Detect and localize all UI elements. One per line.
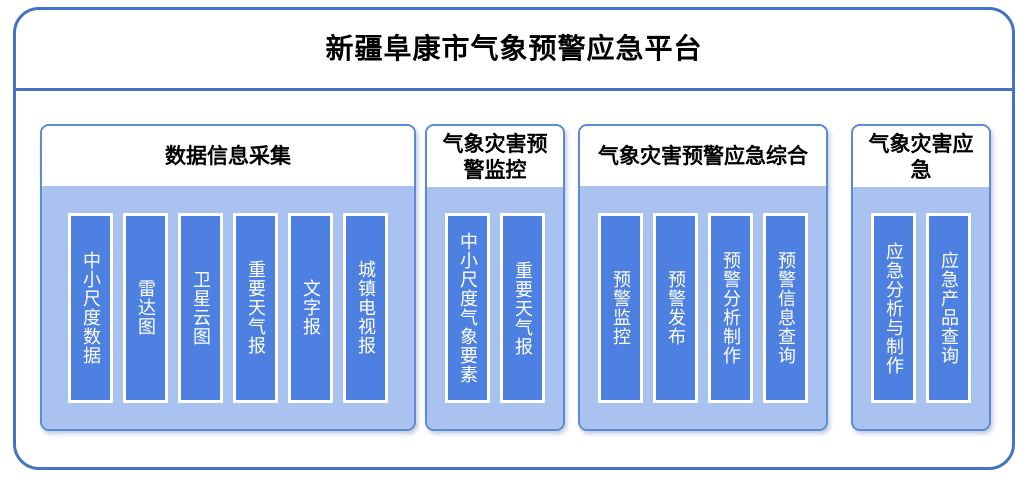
module-item-label: 预警发布: [665, 269, 687, 346]
module-item-label: 预警分析制作: [720, 250, 742, 365]
module-group-items: 预警监控 预警发布 预警分析制作 预警信息查询: [580, 186, 826, 429]
module-group-disaster-warning-monitoring[interactable]: 气象灾害预警监控 中小尺度气象要素 重要天气报: [425, 124, 565, 431]
platform-frame: 新疆阜康市气象预警应急平台 数据信息采集 中小尺度数据 雷达图 卫星云图 重要天…: [13, 7, 1015, 470]
module-group-warning-emergency-integration[interactable]: 气象灾害预警应急综合 预警监控 预警发布 预警分析制作 预警信息查询: [578, 124, 828, 431]
module-item[interactable]: 预警发布: [653, 212, 698, 403]
platform-title-bar: 新疆阜康市气象预警应急平台: [16, 10, 1012, 91]
module-item[interactable]: 中小尺度气象要素: [445, 213, 490, 404]
module-item[interactable]: 预警监控: [598, 212, 643, 403]
module-item-label: 卫星云图: [190, 269, 212, 346]
module-item-label: 预警信息查询: [775, 250, 797, 365]
module-item-label: 中小尺度气象要素: [457, 232, 479, 385]
module-group-title: 气象灾害应急: [853, 126, 989, 188]
module-item[interactable]: 预警信息查询: [763, 212, 808, 403]
module-item[interactable]: 卫星云图: [178, 212, 223, 403]
module-item[interactable]: 文字报: [288, 212, 333, 403]
module-item-label: 应急产品查询: [938, 251, 960, 366]
module-item-label: 文字报: [300, 279, 322, 336]
module-groups-container: 数据信息采集 中小尺度数据 雷达图 卫星云图 重要天气报 文字报 城: [16, 91, 1012, 467]
module-item[interactable]: 城镇电视报: [343, 212, 388, 403]
module-item[interactable]: 重要天气报: [233, 212, 278, 403]
module-item-label: 重要天气报: [512, 260, 534, 356]
module-item[interactable]: 应急产品查询: [926, 213, 971, 404]
module-item-label: 城镇电视报: [355, 260, 377, 355]
module-group-title: 气象灾害预警应急综合: [580, 126, 826, 186]
module-item[interactable]: 雷达图: [123, 212, 168, 403]
module-group-disaster-emergency[interactable]: 气象灾害应急 应急分析与制作 应急产品查询: [851, 124, 991, 431]
module-item-label: 应急分析与制作: [883, 241, 905, 375]
module-group-items: 中小尺度数据 雷达图 卫星云图 重要天气报 文字报 城镇电视报: [42, 186, 414, 429]
module-group-items: 应急分析与制作 应急产品查询: [853, 187, 989, 429]
page-title: 新疆阜康市气象预警应急平台: [325, 32, 703, 65]
module-item-label: 重要天气报: [245, 260, 267, 355]
module-group-data-collection[interactable]: 数据信息采集 中小尺度数据 雷达图 卫星云图 重要天气报 文字报 城: [40, 124, 416, 431]
module-group-items: 中小尺度气象要素 重要天气报: [427, 187, 563, 429]
module-item-label: 预警监控: [610, 269, 632, 346]
module-item-label: 中小尺度数据: [80, 250, 102, 365]
module-item[interactable]: 中小尺度数据: [68, 212, 113, 403]
module-item[interactable]: 重要天气报: [500, 213, 545, 404]
module-item-label: 雷达图: [135, 279, 157, 336]
module-group-title: 气象灾害预警监控: [427, 126, 563, 188]
module-item[interactable]: 预警分析制作: [708, 212, 753, 403]
module-item[interactable]: 应急分析与制作: [871, 213, 916, 404]
module-group-title: 数据信息采集: [42, 126, 414, 186]
